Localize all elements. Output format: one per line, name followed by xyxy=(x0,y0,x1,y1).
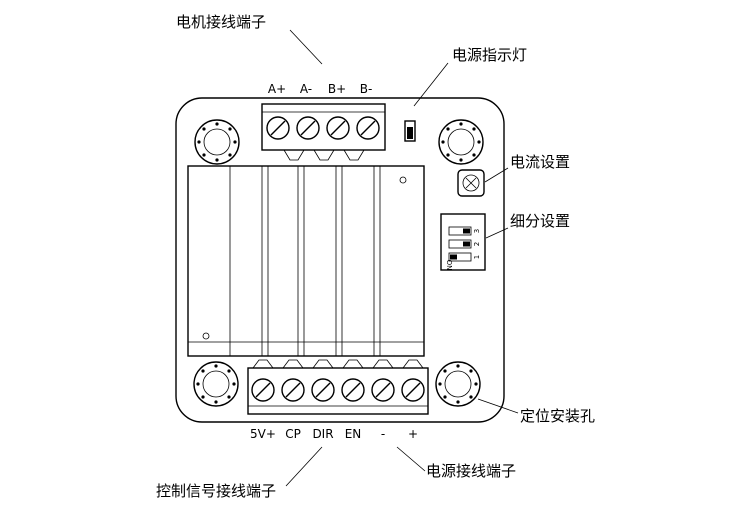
motor-screw xyxy=(266,116,290,140)
dip-number: 1 xyxy=(473,255,481,259)
motor-pin-label: A+ xyxy=(268,82,286,96)
microstep-setting-label: 细分设置 xyxy=(510,212,570,230)
dip-number: 3 xyxy=(473,229,481,233)
control-pin-label: - xyxy=(381,427,385,441)
control-screw xyxy=(371,378,395,402)
heatsink xyxy=(187,165,425,357)
power-indicator-label: 电源指示灯 xyxy=(452,46,527,64)
motor-screw xyxy=(326,116,350,140)
control-screw xyxy=(251,378,275,402)
power-indicator-led xyxy=(404,120,416,142)
motor-terminal-leader xyxy=(289,29,323,65)
control-pin-label: CP xyxy=(285,427,301,441)
motor-terminal-block xyxy=(261,103,386,161)
power-terminal-label: 电源接线端子 xyxy=(426,462,516,480)
control-screw xyxy=(281,378,305,402)
mounting-hole-top-right xyxy=(438,119,484,165)
motor-pin-label: B- xyxy=(360,82,373,96)
mounting-hole-label: 定位安装孔 xyxy=(520,407,595,425)
microstep-dip-switch: 3 2 1 ON xyxy=(440,213,486,271)
motor-pin-label: A- xyxy=(300,82,312,96)
power-indicator-leader xyxy=(413,62,449,107)
current-setting-leader xyxy=(484,167,509,183)
control-pin-label: 5V+ xyxy=(250,427,276,441)
motor-pin-label: B+ xyxy=(328,82,346,96)
control-terminal-label: 控制信号接线端子 xyxy=(156,482,276,500)
microstep-setting-leader xyxy=(485,227,509,239)
mounting-hole-leader xyxy=(477,398,519,414)
motor-terminal-label: 电机接线端子 xyxy=(176,13,266,31)
motor-screw xyxy=(296,116,320,140)
control-pin-label: DIR xyxy=(312,427,333,441)
mounting-hole-bottom-left xyxy=(193,361,239,407)
mounting-hole-bottom-right xyxy=(435,361,481,407)
control-screw xyxy=(311,378,335,402)
current-potentiometer xyxy=(457,169,485,197)
control-terminal-leader xyxy=(285,446,323,487)
board-outline xyxy=(175,97,505,423)
control-pin-label: + xyxy=(408,427,418,441)
control-screw xyxy=(401,378,425,402)
dip-number: 2 xyxy=(473,242,481,246)
control-screw xyxy=(341,378,365,402)
dip-on-label: ON xyxy=(445,260,453,271)
control-pin-label: EN xyxy=(345,427,362,441)
power-terminal-leader xyxy=(396,446,426,472)
current-setting-label: 电流设置 xyxy=(510,153,570,171)
control-terminal-block xyxy=(247,359,429,415)
motor-screw xyxy=(356,116,380,140)
mounting-hole-top-left xyxy=(194,119,240,165)
